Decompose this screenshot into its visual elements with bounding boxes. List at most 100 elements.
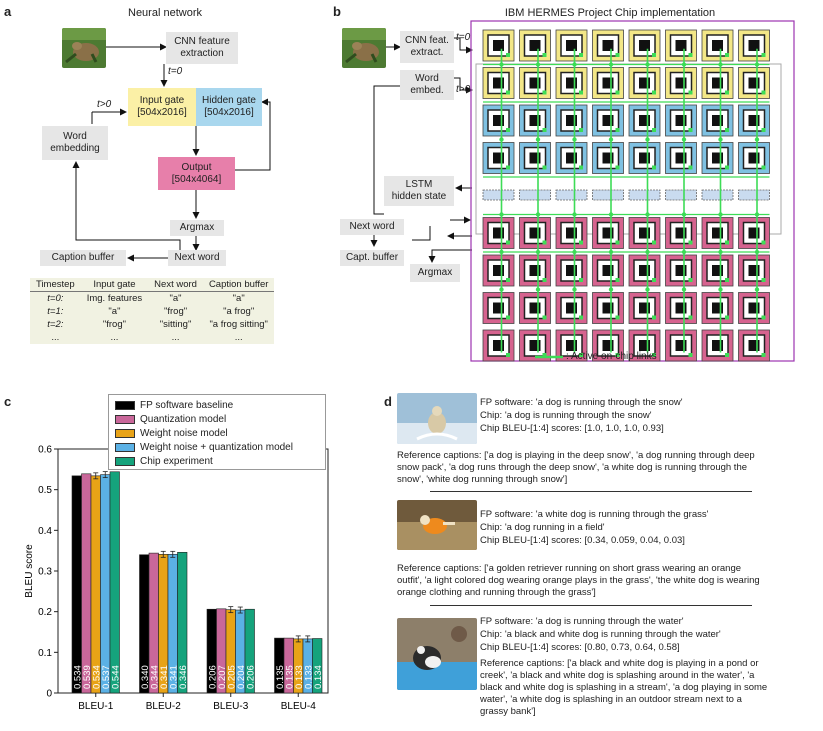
y-axis-label: BLEU score [24,544,35,598]
tile-link-port [542,90,547,95]
tile-core [712,227,723,239]
example-2-scores: Chip BLEU-[1:4] scores: [0.34, 0.059, 0.… [480,535,685,546]
tile-link-port [542,240,547,245]
frog-photo [62,28,106,68]
tile-link-port [652,353,656,357]
table-cell: "a frog sitting" [209,319,268,330]
tile-core [566,302,577,314]
hidden-state-cell [482,189,515,201]
cnn-feat-extract-box: CNN feat. extract. [400,31,454,63]
tile-core [748,77,760,89]
table-cell: t=2: [47,319,64,330]
panel-b-title: IBM HERMES Project Chip implementation [504,7,716,19]
tile-link-port [761,165,766,170]
bar-value-label: 0.341 [168,665,179,689]
tile-core [493,115,504,126]
panel-a-arrows [72,43,271,262]
tile-core [712,77,723,89]
caption-buffer-box: Caption buffer [40,250,126,266]
tile-link-port [688,353,693,357]
bar-value-label: 0.534 [72,665,83,689]
y-tick-label: 0.5 [38,485,52,496]
tile-link-port [615,53,620,57]
link-node [535,137,541,142]
tile-link-port [688,90,693,95]
tile-core [675,340,687,351]
table-cell: "a" [108,306,121,317]
bar-value-label: 0.135 [275,665,286,689]
tile-link-port [542,128,547,132]
tile-link-port [615,128,620,132]
tile-link-port [688,128,693,132]
tile-link-port [542,165,547,170]
tile-core [712,265,723,276]
tile-link-port [542,278,547,282]
dog-water-image-icon [397,618,477,690]
tile-link-port [615,278,620,282]
table-header: Next word [148,278,203,292]
hidden-state-cell [628,189,661,201]
tile-core [639,302,650,314]
word-embed-box: Word embed. [400,70,454,100]
divider [430,491,752,492]
example-1-reference: Reference captions: ['a dog is playing i… [397,450,755,485]
panel-a-title: Neural network [128,7,202,19]
table-header: Timestep [30,278,81,292]
bar-value-label: 0.206 [207,665,218,689]
tile-link-port [506,90,510,95]
legend-swatch [115,428,135,438]
tile-core [639,115,650,126]
y-tick-label: 0.4 [38,526,52,537]
example-1-scores: Chip BLEU-[1:4] scores: [1.0, 1.0, 1.0, … [480,423,664,434]
tile-core [602,340,614,351]
bar [81,473,92,694]
legend-label: Weight noise model [140,427,228,439]
tile-core [529,265,541,276]
bar [100,474,111,694]
table-header: Input gate [80,278,149,292]
tile-link-port [725,353,729,357]
bar-value-label: 0.544 [110,665,121,689]
next-word-box-chip: Next word [340,219,404,235]
tile-core [675,152,687,164]
legend-label: Chip experiment [140,455,213,467]
link-node [645,287,650,292]
tile-core [748,227,760,239]
bar-value-label: 0.133 [294,665,305,689]
example-3-scores: Chip BLEU-[1:4] scores: [0.80, 0.73, 0.6… [480,642,680,653]
tile-core [639,77,650,89]
tile-core [566,115,577,126]
t0-label-chip: t=0 [456,32,471,43]
link-node [754,137,760,142]
table-cell: t=1: [47,306,64,317]
tile-link-port [579,315,583,320]
x-tick-label: BLEU-2 [146,701,181,712]
legend-swatch [115,456,135,466]
legend-item: FP software baseline [115,398,319,412]
bar-value-label: 0.205 [226,665,237,689]
tile-link-port [761,240,766,245]
tile-core [675,265,687,276]
table-row: t=0: Img. features "a" "a" [30,292,274,306]
table-cell: ... [234,332,243,343]
link-node [608,137,614,142]
tile-link-port [688,53,693,57]
bar [90,475,101,694]
tile-link-port [761,90,766,95]
legend-label: FP software baseline [140,399,234,411]
tile-link-port [652,315,656,320]
tile-link-port [542,53,547,57]
link-node [681,287,687,292]
tile-link-port [615,165,620,170]
tgt0-label-chip: t>0 [456,84,471,95]
tile-link-port [688,278,693,282]
tile-core [566,265,577,276]
link-node [572,137,577,142]
tile-link-port [688,165,693,170]
bar [71,475,82,694]
tile-core [529,115,541,126]
tile-core [493,265,504,276]
tile-core [529,152,541,164]
tile-core [748,115,760,126]
panel-c-letter: c [4,394,12,409]
